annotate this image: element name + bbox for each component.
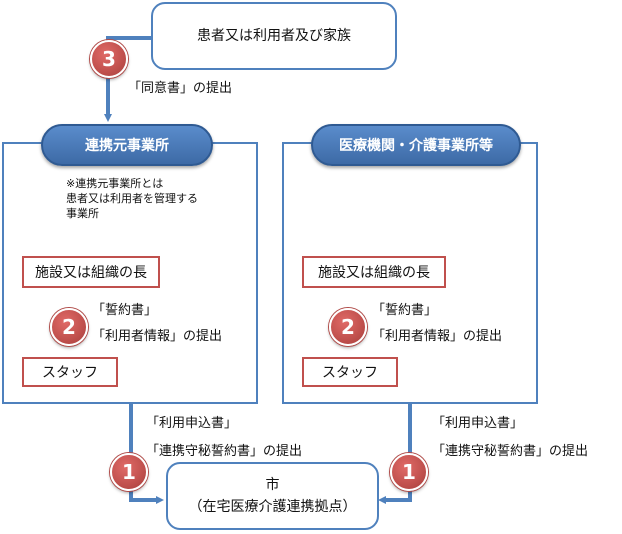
left-step-2-badge: 2 <box>50 308 88 346</box>
right-head-text: 施設又は組織の長 <box>318 265 430 281</box>
note-line: 患者又は利用者を管理する <box>66 192 198 205</box>
city-hub-box: 市 （在宅医療介護連携拠点） <box>166 462 379 530</box>
right-staff-text: スタッフ <box>322 365 378 381</box>
arrow-consent-to-origin <box>104 36 152 122</box>
patient-family-text: 患者又は利用者及び家族 <box>197 28 351 44</box>
city-hub-line: 市 <box>265 477 280 493</box>
arrow-origin-to-city <box>129 404 164 504</box>
right-step-1-badge: 1 <box>390 453 428 491</box>
label-line: 「連携守秘誓約書」の提出 <box>146 444 303 459</box>
left-head-box: 施設又は組織の長 <box>22 256 160 288</box>
origin-office-title-text: 連携元事業所 <box>85 138 169 154</box>
note-line: ※連携元事業所とは <box>66 177 164 190</box>
left-staff-text: スタッフ <box>42 365 98 381</box>
right-step-2-label: 「誓約書」 「利用者情報」の提出 <box>372 298 502 350</box>
note-line: 事業所 <box>66 207 99 220</box>
step-3-label: 「同意書」の提出 <box>128 81 233 96</box>
left-step-1-label: 「利用申込書」 「連携守秘誓約書」の提出 <box>146 410 302 466</box>
patient-family-box: 患者又は利用者及び家族 <box>151 2 397 70</box>
label-line: 「利用申込書」 <box>432 416 524 431</box>
city-hub-line: （在宅医療介護連携拠点） <box>188 499 357 515</box>
left-step-2-label: 「誓約書」 「利用者情報」の提出 <box>92 298 222 350</box>
left-step-1-number: 1 <box>122 460 136 484</box>
label-line: 「利用申込書」 <box>146 416 238 431</box>
left-step-1-badge: 1 <box>110 453 148 491</box>
label-line: 「誓約書」 <box>92 303 158 318</box>
right-head-box: 施設又は組織の長 <box>302 256 446 288</box>
step-3-badge: 3 <box>90 40 128 78</box>
medical-care-title: 医療機関・介護事業所等 <box>311 124 521 166</box>
arrow-medical-to-city <box>378 404 412 504</box>
right-staff-box: スタッフ <box>302 357 398 387</box>
label-line: 「利用者情報」の提出 <box>372 329 503 344</box>
origin-office-title: 連携元事業所 <box>41 124 213 166</box>
label-line: 「誓約書」 <box>372 303 438 318</box>
label-line: 「連携守秘誓約書」の提出 <box>432 444 589 459</box>
left-head-text: 施設又は組織の長 <box>35 265 147 281</box>
right-step-1-label: 「利用申込書」 「連携守秘誓約書」の提出 <box>432 410 588 466</box>
left-step-2-number: 2 <box>62 315 76 339</box>
label-line: 「利用者情報」の提出 <box>92 329 223 344</box>
right-step-1-number: 1 <box>402 460 416 484</box>
right-step-2-number: 2 <box>341 315 355 339</box>
step-3-number: 3 <box>102 47 116 71</box>
right-step-2-badge: 2 <box>329 308 367 346</box>
medical-care-title-text: 医療機関・介護事業所等 <box>339 138 493 154</box>
origin-office-note: ※連携元事業所とは 患者又は利用者を管理する 事業所 <box>66 176 198 221</box>
left-staff-box: スタッフ <box>22 357 118 387</box>
